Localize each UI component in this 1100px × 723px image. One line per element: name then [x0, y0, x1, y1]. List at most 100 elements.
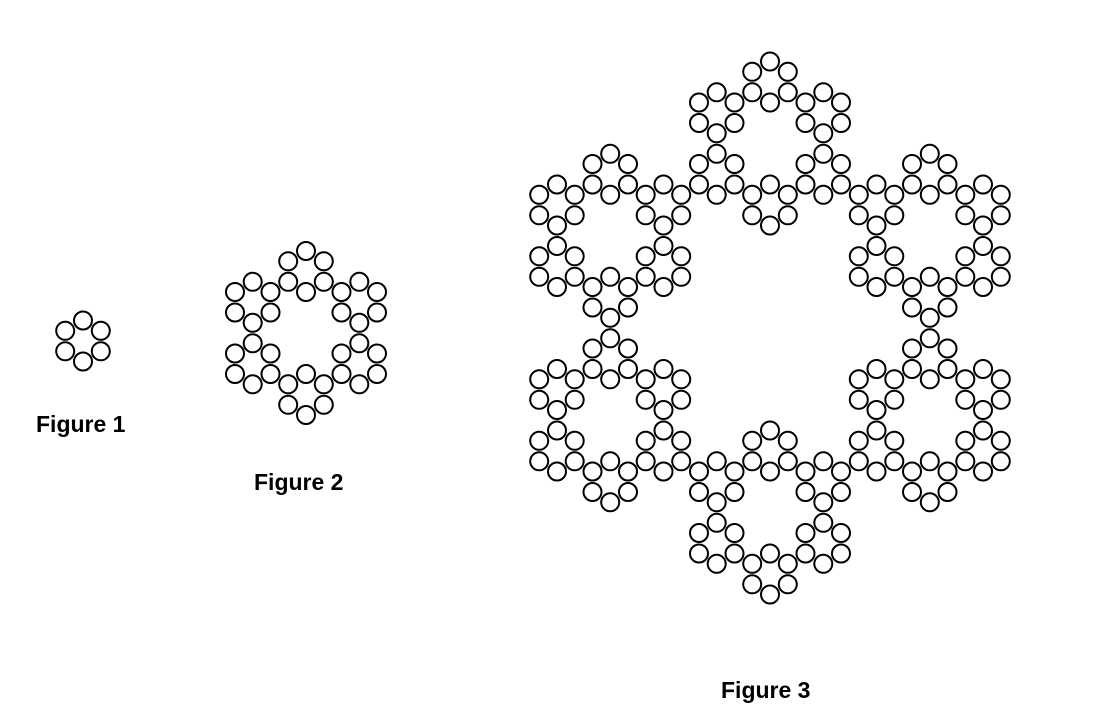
- circle: [349, 374, 370, 395]
- circle: [331, 302, 352, 323]
- circle: [547, 236, 567, 256]
- circle: [547, 174, 567, 195]
- circle: [296, 241, 316, 261]
- circle: [795, 174, 816, 195]
- circle: [618, 174, 638, 195]
- circle: [742, 430, 763, 451]
- circle: [653, 174, 674, 195]
- circle: [831, 92, 851, 113]
- circle: [884, 451, 905, 472]
- circle: [635, 451, 656, 472]
- circle: [564, 205, 585, 226]
- circle: [296, 364, 316, 384]
- circle: [671, 430, 692, 451]
- circle: [90, 341, 111, 362]
- circle: [937, 277, 958, 297]
- circle: [600, 266, 621, 287]
- circle: [260, 343, 281, 364]
- circle: [724, 113, 745, 133]
- circle: [331, 364, 352, 384]
- circle: [529, 369, 550, 390]
- circle: [973, 420, 993, 441]
- circle: [724, 543, 745, 564]
- circle: [618, 277, 638, 297]
- circle: [582, 482, 603, 502]
- circle: [529, 246, 550, 267]
- circle: [990, 430, 1011, 451]
- circle: [529, 184, 550, 205]
- circle: [760, 461, 780, 482]
- circle: [242, 374, 263, 395]
- circle: [653, 277, 674, 297]
- circle: [653, 461, 674, 482]
- figure-3-hexagon-of-circles: [529, 51, 1011, 605]
- circle: [848, 369, 869, 390]
- circle: [313, 271, 334, 292]
- circle: [831, 174, 851, 195]
- circle: [795, 154, 816, 174]
- circle: [973, 400, 993, 420]
- figure-2-hexagon-of-circles: [225, 241, 387, 425]
- circle: [242, 312, 263, 333]
- circle: [955, 369, 976, 390]
- circle: [795, 523, 816, 543]
- circle: [990, 389, 1011, 410]
- circle: [653, 236, 674, 256]
- circle: [635, 369, 656, 390]
- circle: [367, 343, 387, 364]
- circle: [742, 451, 763, 472]
- circle: [937, 359, 958, 379]
- circle: [653, 215, 674, 236]
- circle: [635, 246, 656, 267]
- circle: [564, 184, 585, 205]
- circle: [90, 320, 111, 341]
- circle: [689, 543, 709, 564]
- circle: [260, 282, 281, 302]
- circle: [653, 359, 674, 379]
- circle: [278, 251, 299, 272]
- circle: [777, 184, 798, 205]
- circle: [760, 92, 780, 113]
- circle: [866, 174, 887, 195]
- circle: [831, 523, 851, 543]
- circle: [689, 482, 709, 502]
- circle: [795, 461, 816, 482]
- circle: [635, 266, 656, 287]
- figure-2-caption: Figure 2: [254, 469, 344, 495]
- circle: [742, 82, 763, 103]
- circle: [671, 246, 692, 267]
- circle: [902, 482, 922, 502]
- circle: [813, 82, 834, 103]
- circle: [831, 543, 851, 564]
- circle: [600, 143, 621, 164]
- circle: [564, 246, 585, 267]
- circle: [564, 451, 585, 472]
- circle: [902, 297, 922, 318]
- circle: [990, 205, 1011, 226]
- circle: [955, 246, 976, 267]
- circle: [795, 92, 816, 113]
- circle: [866, 215, 887, 236]
- circle: [902, 174, 922, 195]
- circle: [706, 553, 727, 574]
- circle: [689, 461, 709, 482]
- circle: [760, 174, 780, 195]
- circle: [296, 405, 316, 425]
- circle: [671, 369, 692, 390]
- circle: [760, 215, 780, 236]
- circle: [724, 92, 745, 113]
- circle: [937, 338, 958, 359]
- circle: [600, 184, 621, 205]
- circle: [547, 215, 567, 236]
- circle: [635, 184, 656, 205]
- circle: [866, 236, 887, 256]
- circle: [671, 266, 692, 287]
- circle: [73, 351, 93, 372]
- circle: [706, 82, 727, 103]
- circle: [635, 430, 656, 451]
- circle: [937, 154, 958, 174]
- circle: [600, 307, 621, 328]
- circle: [742, 574, 763, 595]
- circle: [742, 61, 763, 82]
